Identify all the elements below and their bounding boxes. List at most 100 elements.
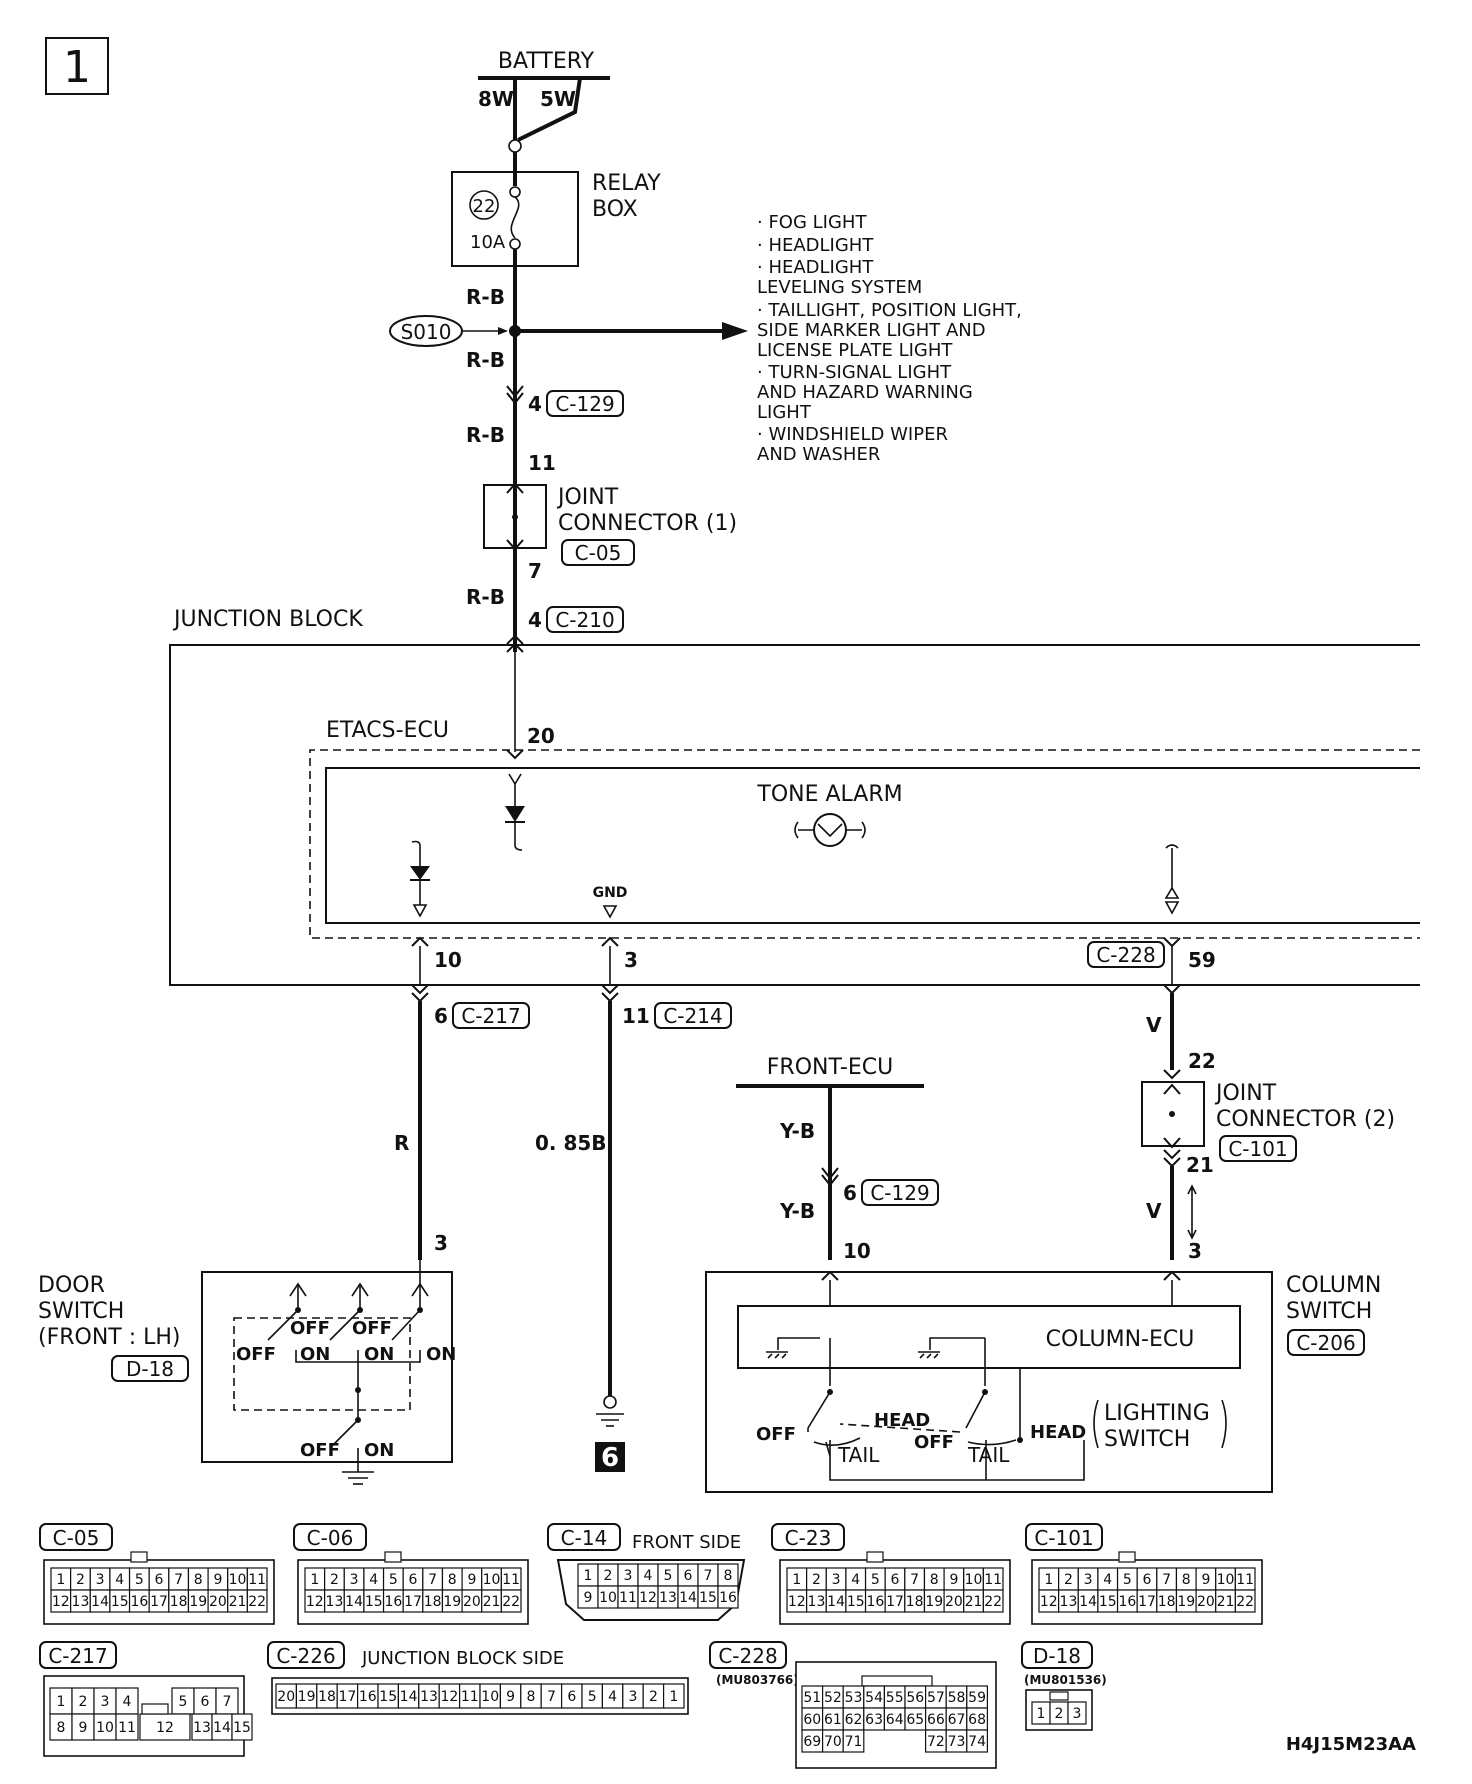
column-ecu-box	[737, 1305, 1241, 1369]
connector-pin: 68	[968, 1712, 986, 1728]
connector-pin: 15	[847, 1594, 865, 1610]
connector-badge-c129	[546, 390, 624, 417]
relay-box-label-1: RELAY	[592, 171, 661, 196]
connector-badge-c210	[546, 606, 624, 633]
connector-view-c101-label: C-101	[1034, 1526, 1093, 1550]
lighting-bracket-left	[1093, 1399, 1099, 1449]
connector-pin: 9	[467, 1572, 476, 1588]
connector-pin: 10	[599, 1590, 617, 1606]
feed-item: AND HAZARD WARNING	[757, 382, 973, 403]
jc2-arrow-in	[1163, 1069, 1181, 1080]
connector-pin: 21	[1217, 1594, 1235, 1610]
door-switch-label-3: (FRONT : LH)	[38, 1325, 181, 1350]
connector-pin: 11	[118, 1720, 136, 1736]
connector-view-c228-part: (MU803766)	[716, 1673, 799, 1687]
lighting-tail: TAIL	[837, 1443, 880, 1467]
connector-pin: 5	[135, 1572, 144, 1588]
connector-pin: 2	[79, 1694, 88, 1710]
connector-pin: 16	[719, 1590, 737, 1606]
diagram-code: H4J15M23AA	[1286, 1734, 1416, 1755]
connector-mark-c129b	[821, 1174, 839, 1187]
connector-pin: 15	[233, 1720, 251, 1736]
connector-pin: 15	[379, 1689, 397, 1705]
joint-connector-2-label-2: CONNECTOR (2)	[1216, 1107, 1395, 1132]
connector-pin: 10	[229, 1572, 247, 1588]
connector-pin: 54	[865, 1690, 883, 1706]
connector-pin: 70	[824, 1734, 842, 1750]
connector-pin: 14	[400, 1689, 418, 1705]
column-ecu-ground-icons	[766, 1337, 986, 1386]
connector-pin: 7	[428, 1572, 437, 1588]
tone-alarm-symbol	[817, 823, 843, 838]
connector-pin: 57	[927, 1690, 945, 1706]
connector-pin: 63	[865, 1712, 883, 1728]
connector-pin: 4	[851, 1572, 860, 1588]
connector-pin: 71	[845, 1734, 863, 1750]
connector-pin: 11	[1236, 1572, 1254, 1588]
left-wire-color: R	[394, 1131, 409, 1155]
connector-view-c226-label: C-226	[276, 1644, 335, 1668]
tone-alarm-lead-right	[846, 821, 866, 839]
connector-pin: 13	[1060, 1594, 1078, 1610]
junction-block-label: JUNCTION BLOCK	[172, 607, 363, 632]
connector-view-c23-label: C-23	[785, 1526, 832, 1550]
etacs-pin-3: 3	[624, 948, 638, 972]
door-switch-off: OFF	[290, 1318, 330, 1339]
connector-pin: 17	[150, 1594, 168, 1610]
bidirectional-marker	[1187, 1229, 1197, 1240]
connector-pin: 5	[389, 1572, 398, 1588]
fuse-rating: 10A	[470, 232, 506, 253]
connector-pin: 15	[365, 1594, 383, 1610]
connector-pin: 13	[808, 1594, 826, 1610]
front-ecu-label: FRONT-ECU	[767, 1055, 893, 1080]
connector-pin: 9	[949, 1572, 958, 1588]
feed-item: SIDE MARKER LIGHT AND	[757, 320, 986, 341]
connector-pin: 5	[588, 1689, 597, 1705]
connector-pin: 15	[111, 1594, 129, 1610]
connector-pin: 62	[845, 1712, 863, 1728]
connector-pin: 10	[483, 1572, 501, 1588]
connector-pin: 20	[209, 1594, 227, 1610]
column-switch-label-2: SWITCH	[1286, 1299, 1372, 1324]
connector-pin: 9	[506, 1689, 515, 1705]
door-switch-on: ON	[364, 1440, 394, 1461]
connector-pin: 12	[639, 1590, 657, 1606]
door-switch-box	[201, 1271, 453, 1463]
connector-badge-c214	[654, 1002, 732, 1029]
pin59-head	[1165, 844, 1179, 849]
connector-pin: 16	[866, 1594, 884, 1610]
etacs-ecu-frame	[309, 749, 1420, 939]
connector-pin: 7	[223, 1694, 232, 1710]
fusible-link-top	[508, 139, 522, 153]
jb-arrow-c210	[506, 642, 524, 653]
connector-view-d18-label: D-18	[1033, 1644, 1081, 1668]
front-ecu-color-1: Y-B	[779, 1119, 815, 1143]
connector-pin: 1	[669, 1689, 678, 1705]
connector-c228: C-228	[1096, 943, 1155, 967]
connector-pin: 12	[306, 1594, 324, 1610]
door-switch-off: OFF	[352, 1318, 392, 1339]
connector-pin: 6	[1143, 1572, 1152, 1588]
connector-pin: 18	[424, 1594, 442, 1610]
connector-badge-c228	[1087, 941, 1165, 968]
main-pin-11: 11	[528, 451, 556, 475]
battery-label: BATTERY	[498, 49, 595, 74]
jc1-junction	[512, 514, 518, 520]
feed-item: LIGHT	[757, 402, 812, 423]
relay-box-label-2: BOX	[592, 197, 638, 222]
jc2-arrow-top	[1163, 1083, 1181, 1095]
connector-pin: 58	[948, 1690, 966, 1706]
column-switch-box	[705, 1271, 1273, 1493]
door-switch-on: ON	[426, 1344, 456, 1365]
connector-view-c06-label: C-06	[307, 1526, 354, 1550]
connector-pin: 11	[984, 1572, 1002, 1588]
connector-pin: 8	[724, 1568, 733, 1584]
door-switch-off: OFF	[236, 1344, 276, 1365]
connector-pin: 65	[906, 1712, 924, 1728]
connector-pin: 3	[832, 1572, 841, 1588]
connector-pin: 8	[527, 1689, 536, 1705]
connector-pin: 11	[619, 1590, 637, 1606]
